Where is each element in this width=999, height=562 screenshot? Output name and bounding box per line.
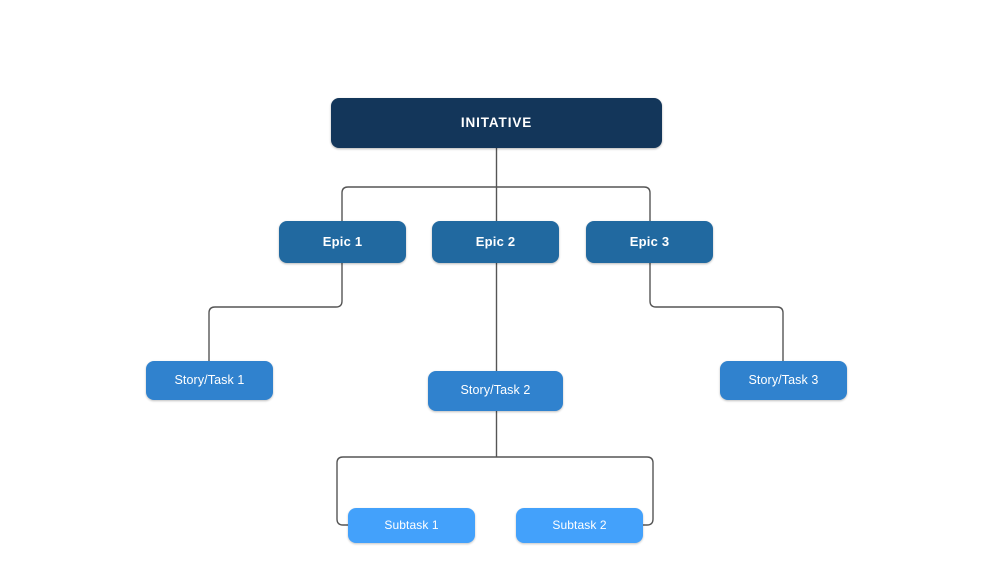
node-initiative-label: INITATIVE [460,114,533,130]
node-subtask-1-label: Subtask 1 [384,517,439,532]
node-story-task-1-label: Story/Task 1 [174,372,245,387]
node-epic-3-label: Epic 3 [629,233,670,249]
node-story-task-3-label: Story/Task 3 [748,372,819,387]
node-epic-1-label: Epic 1 [322,233,363,249]
node-epic-2[interactable]: Epic 2 [432,221,559,263]
node-epic-3[interactable]: Epic 3 [586,221,713,263]
edge-initiative-epic3 [496,186,651,221]
edge-epic3-story3 [649,263,784,361]
node-story-task-3[interactable]: Story/Task 3 [720,361,847,400]
node-subtask-2[interactable]: Subtask 2 [516,508,643,543]
node-initiative[interactable]: INITATIVE [331,98,662,148]
node-epic-2-label: Epic 2 [475,233,516,249]
node-epic-1[interactable]: Epic 1 [279,221,406,263]
edge-initiative-epic1 [341,186,497,221]
node-story-task-2-label: Story/Task 2 [460,383,531,398]
edge-epic1-story1 [208,263,343,361]
node-subtask-1[interactable]: Subtask 1 [348,508,475,543]
node-story-task-1[interactable]: Story/Task 1 [146,361,273,400]
node-subtask-2-label: Subtask 2 [552,517,607,532]
node-story-task-2[interactable]: Story/Task 2 [428,371,563,411]
